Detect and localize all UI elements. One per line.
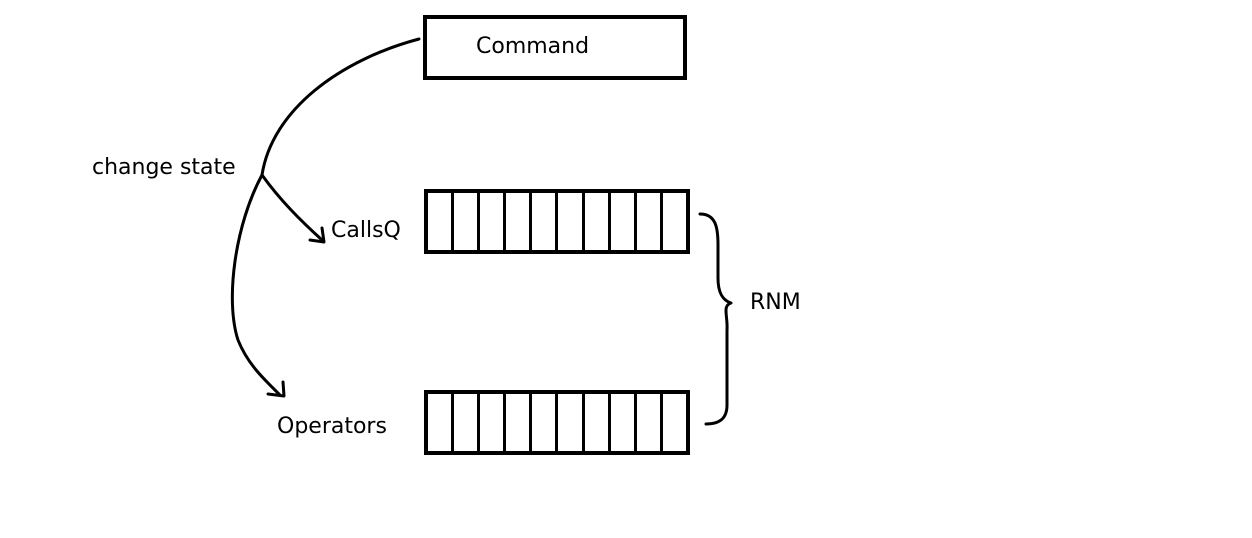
rnm-brace <box>698 212 733 426</box>
command-label: Command <box>476 34 590 59</box>
queue-slot <box>558 394 585 451</box>
operators-arrowhead <box>266 380 286 398</box>
queue-slot <box>480 193 507 250</box>
queue-slot <box>532 193 559 250</box>
queue-slot <box>637 394 663 451</box>
callsq-label: CallsQ <box>331 218 401 243</box>
operators-queue <box>424 390 690 455</box>
queue-slot <box>506 193 533 250</box>
queue-slot <box>585 394 611 451</box>
operators-label: Operators <box>277 414 387 439</box>
queue-slot <box>663 394 686 451</box>
queue-slot <box>611 193 637 250</box>
change-state-curve <box>260 37 421 177</box>
rnm-label: RNM <box>750 290 801 315</box>
change-state-label: change state <box>92 155 236 180</box>
queue-slot <box>558 193 585 250</box>
queue-slot <box>454 394 481 451</box>
queue-slot <box>585 193 611 250</box>
callsq-queue <box>424 189 690 254</box>
queue-slot <box>611 394 637 451</box>
queue-slot <box>663 193 686 250</box>
queue-slot <box>532 394 559 451</box>
queue-slot <box>637 193 663 250</box>
queue-slot <box>480 394 507 451</box>
queue-slot <box>454 193 481 250</box>
queue-slot <box>428 193 455 250</box>
operators-arrow-line <box>230 173 282 397</box>
queue-slot <box>428 394 455 451</box>
callsq-arrowhead <box>308 226 326 244</box>
callsq-arrow-line <box>260 173 324 242</box>
command-box <box>423 15 687 80</box>
queue-slot <box>506 394 533 451</box>
